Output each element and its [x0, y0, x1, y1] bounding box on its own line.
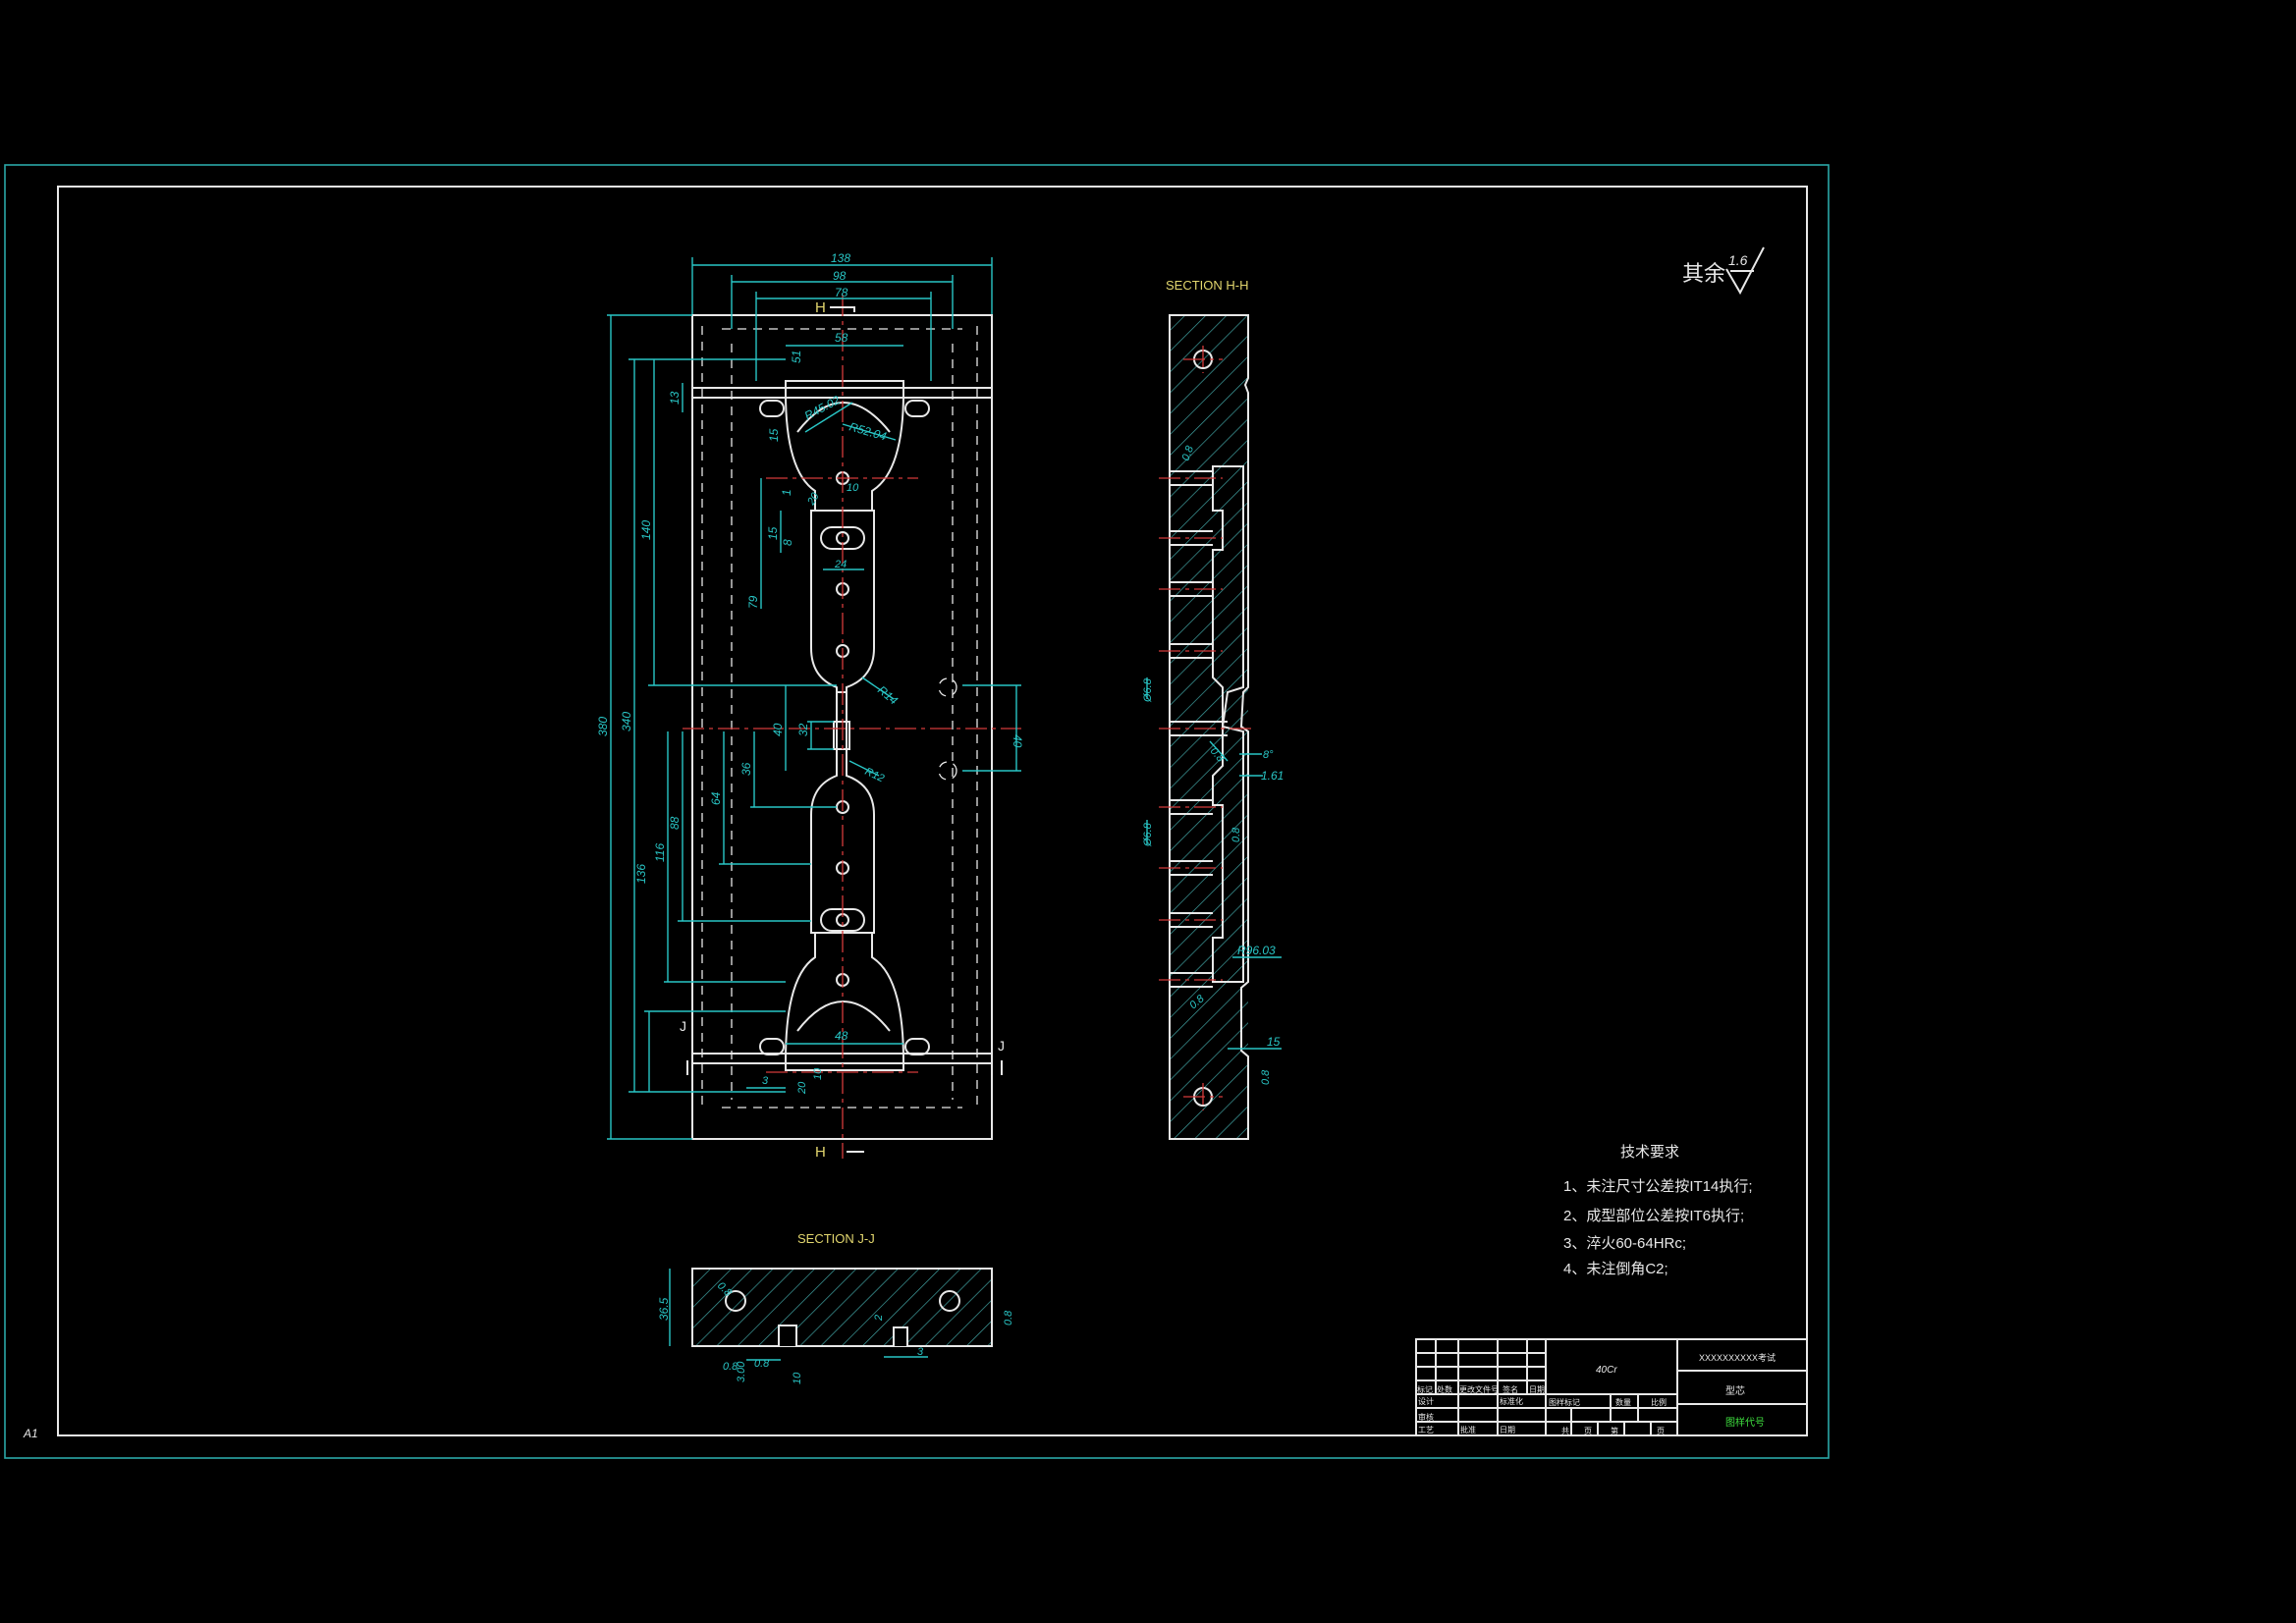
sheet-size-label: A1 — [23, 1427, 38, 1440]
inner-border — [57, 186, 1808, 1436]
dim-51: 51 — [790, 351, 803, 363]
jj-dim-300: 3.00 — [736, 1361, 747, 1382]
row-label-process: 工艺 — [1418, 1426, 1434, 1434]
dim-r12: R12 — [863, 766, 886, 784]
rev-label-count: 处数 — [1437, 1384, 1452, 1394]
sheet-label-total: 共 — [1561, 1427, 1569, 1435]
rev-label-mark: 标记 — [1417, 1384, 1433, 1394]
jj-dim-10: 10 — [792, 1372, 803, 1384]
cut-letter-h-top: H — [815, 299, 826, 316]
main-view-dimensions: 138 98 78 58 380 340 140 13 136 116 88 6… — [596, 251, 1024, 1140]
cut-letter-j-left: J — [680, 1018, 686, 1034]
rev-label-docno: 更改文件号 — [1459, 1384, 1499, 1394]
dim-15b: 15 — [766, 526, 780, 540]
drawing-number: 图样代号 — [1725, 1416, 1765, 1429]
tech-req-item-4: 4、未注倒角C2; — [1563, 1261, 1668, 1277]
dim-13: 13 — [668, 391, 682, 405]
jj-dim-365: 36.5 — [657, 1297, 671, 1321]
dim-79: 79 — [746, 595, 760, 609]
dim-24: 24 — [834, 559, 847, 570]
jj-dim-2: 2 — [873, 1315, 885, 1322]
jj-dim-08b: 0.8 — [754, 1358, 770, 1370]
row-label-review: 审核 — [1418, 1412, 1434, 1422]
dim-15: 15 — [767, 428, 781, 442]
jj-dim-08c: 0.8 — [723, 1361, 738, 1373]
row-label-approve: 批准 — [1460, 1425, 1476, 1434]
dim-r14: R14 — [875, 683, 901, 708]
hh-dim-phi2: Ø6.8 — [1142, 822, 1154, 847]
hh-dim-08e: 0.8 — [1260, 1069, 1272, 1085]
dim-138: 138 — [831, 251, 850, 265]
dim-78: 78 — [835, 286, 848, 299]
sheet-label-page-1: 页 — [1584, 1427, 1592, 1435]
tech-req-title: 技术要求 — [1620, 1144, 1679, 1161]
dim-36: 36 — [739, 762, 753, 776]
dim-1: 1 — [780, 489, 793, 496]
hh-dim-08c: 0.8 — [1230, 827, 1242, 842]
rev-label-date: 日期 — [1529, 1385, 1545, 1394]
dim-136: 136 — [634, 864, 648, 884]
dim-10: 10 — [847, 482, 859, 494]
dim-380: 380 — [596, 717, 610, 736]
dim-48: 48 — [835, 1029, 848, 1043]
dim-10b: 10 — [812, 1067, 824, 1080]
dim-8: 8 — [781, 539, 794, 546]
jj-dim-08d: 0.8 — [1003, 1310, 1014, 1325]
tech-req-item-1: 1、未注尺寸公差按IT14执行; — [1563, 1178, 1753, 1195]
dim-116: 116 — [653, 843, 667, 862]
dim-40-right: 40 — [1011, 734, 1024, 748]
jj-dim-3: 3 — [917, 1346, 924, 1358]
hh-dim-161: 1.61 — [1261, 769, 1284, 783]
roughness-symbol: 其余 1.6 — [1682, 246, 1765, 296]
hh-dim-08a: 0.8 — [1180, 444, 1197, 462]
stage-label-qty: 数量 — [1615, 1397, 1631, 1407]
sheet-label-nth: 第 — [1611, 1426, 1618, 1435]
dim-98: 98 — [833, 269, 847, 283]
roughness-value: 1.6 — [1728, 252, 1748, 268]
dim-340: 340 — [620, 712, 633, 731]
material: 40Cr — [1596, 1365, 1617, 1376]
dim-140: 140 — [639, 520, 653, 540]
organization: XXXXXXXXXX考试 — [1699, 1352, 1776, 1363]
dim-32: 32 — [796, 723, 810, 736]
section-jj-label: SECTION J-J — [797, 1231, 875, 1246]
row-label-std: 标准化 — [1500, 1396, 1523, 1406]
part-name: 型芯 — [1725, 1384, 1745, 1397]
rev-label-sign: 签名 — [1503, 1384, 1518, 1394]
tech-req-item-3: 3、淬火60-64HRc; — [1563, 1235, 1686, 1252]
section-hh-dimensions: 0.8 Ø6.8 Ø6.8 8° 1.61 0.8 0.8 R96.03 0.8… — [1142, 444, 1284, 1085]
hh-dim-r96: R96.03 — [1237, 944, 1276, 957]
section-jj: SECTION J-J — [691, 1231, 993, 1347]
outer-border — [4, 164, 1830, 1459]
row-label-date: 日期 — [1500, 1426, 1515, 1434]
tech-requirements: 技术要求 1、未注尺寸公差按IT14执行; 2、成型部位公差按IT6执行; 3、… — [1563, 1144, 1753, 1277]
title-block: 标记 处数 更改文件号 签名 日期 设计 标准化 审核 工艺 批准 日期 图样标… — [1415, 1338, 1808, 1436]
dim-64: 64 — [709, 791, 723, 805]
hh-dim-angle: 8° — [1263, 749, 1274, 761]
hh-dim-phi1: Ø6.8 — [1142, 677, 1154, 703]
dim-20: 20 — [805, 490, 822, 508]
hh-dim-15: 15 — [1267, 1035, 1281, 1049]
cut-letter-h-bottom: H — [815, 1144, 826, 1161]
sheet-label-page-2: 页 — [1657, 1427, 1665, 1435]
section-hh-label: SECTION H-H — [1166, 278, 1249, 293]
roughness-label: 其余 — [1682, 261, 1725, 286]
cut-letter-j-right: J — [998, 1038, 1005, 1054]
dim-3: 3 — [762, 1075, 769, 1087]
section-hh: SECTION H-H — [1159, 278, 1252, 1140]
dim-20b: 20 — [796, 1081, 808, 1095]
tech-req-item-2: 2、成型部位公差按IT6执行; — [1563, 1208, 1744, 1224]
dim-40: 40 — [771, 723, 785, 736]
dim-58: 58 — [835, 331, 848, 345]
dim-88: 88 — [668, 816, 682, 830]
row-label-design: 设计 — [1418, 1396, 1434, 1406]
main-view: H H J J — [680, 295, 1021, 1161]
stage-label-mark: 图样标记 — [1549, 1397, 1580, 1407]
stage-label-scale: 比例 — [1651, 1397, 1667, 1407]
